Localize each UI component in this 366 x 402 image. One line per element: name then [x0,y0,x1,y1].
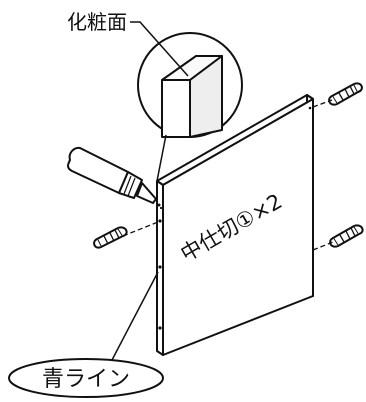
blue-line-label: 青ライン [42,367,130,392]
edge-hole [158,326,162,330]
align-line-left [122,221,159,237]
edge-hole [158,219,162,223]
align-line-upper-right [312,99,333,108]
dowel-upper-right [328,82,363,106]
glue-drops [157,203,163,210]
dowel-lower-right [329,224,364,248]
zoom-leader [156,134,167,182]
edge-hole [158,265,162,269]
edge-hole [308,106,312,110]
surface-label: 化粧面 [67,10,127,34]
glue-nozzle [136,182,157,204]
detail-front-face [161,79,191,138]
panel-board [156,94,314,356]
align-line-lower-right [312,241,334,251]
glue-tube-body [67,146,129,194]
blue-line-ellipse [8,358,164,398]
dowel-left [93,226,128,249]
blue-line-leader [111,271,159,361]
surface-leader [130,21,189,77]
detail-side-face [189,55,223,138]
zoom-detail [137,32,243,182]
glue-bottle [67,146,157,204]
alignment-lines [122,99,334,251]
